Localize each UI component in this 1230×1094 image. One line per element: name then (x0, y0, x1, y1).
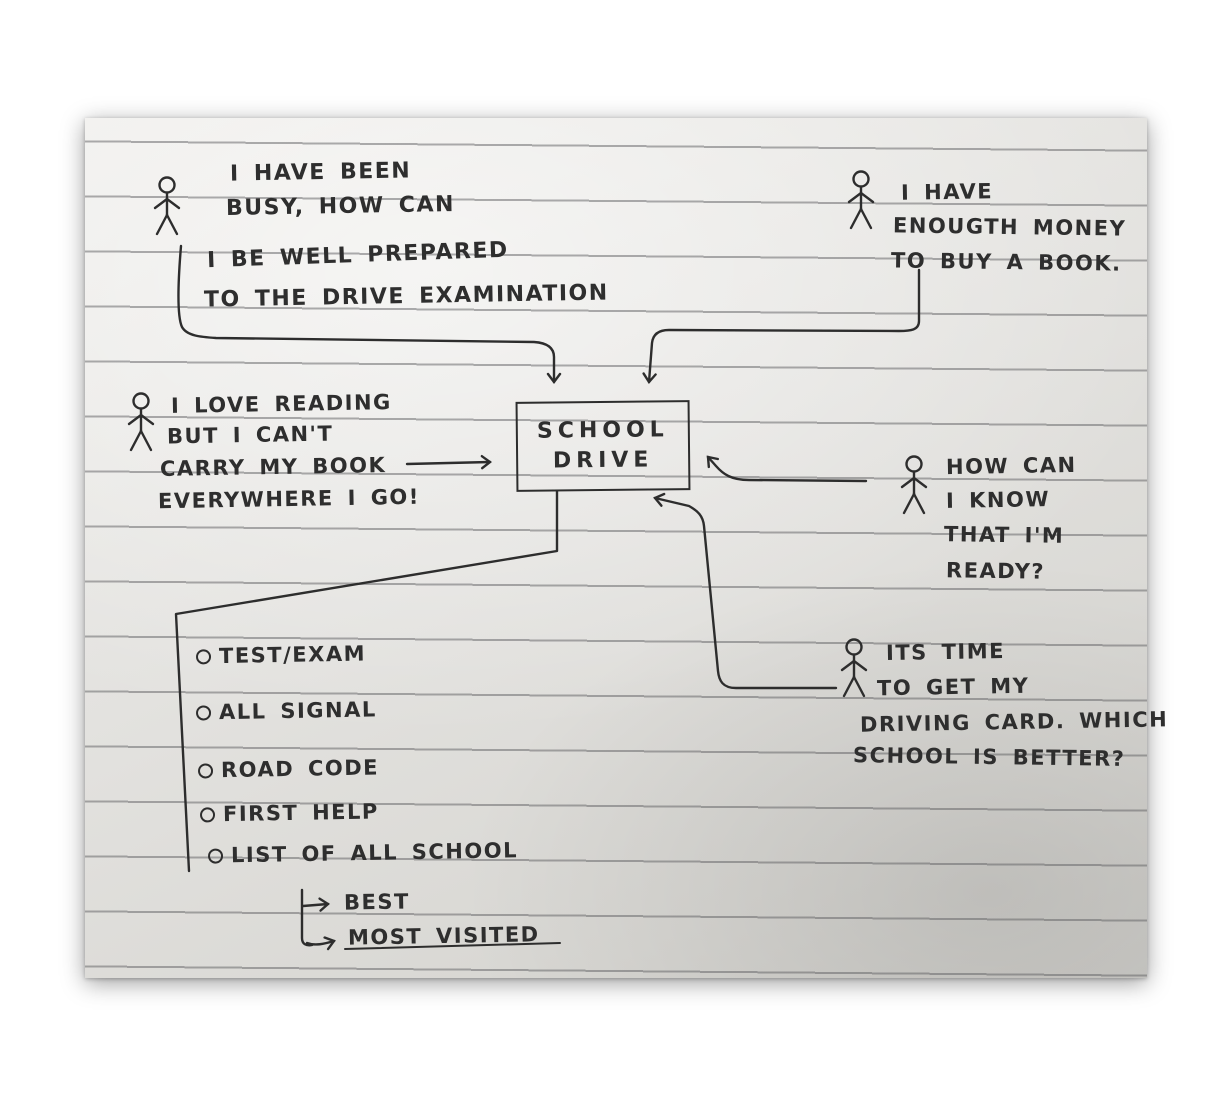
speech-line: BUT I CAN'T (166, 421, 334, 449)
bullet-icon (207, 847, 224, 864)
speech-line: CARRY MY BOOK (159, 453, 387, 481)
speech-line: TO GET MY (876, 673, 1030, 701)
list-item-label: FIRST HELP (222, 799, 379, 827)
list-item-label: TEST/EXAM (218, 641, 367, 669)
speech-line: HOW CAN (945, 452, 1077, 480)
list-item: FIRST HELP (199, 799, 379, 827)
list-item: ROAD CODE (197, 755, 380, 783)
speech-line: THAT I'M (943, 522, 1065, 548)
bullet-icon (197, 762, 214, 779)
speech-line: I HAVE BEEN (229, 158, 412, 187)
speech-line: TO BUY A BOOK. (890, 248, 1122, 276)
list-item: ALL SIGNAL (195, 697, 377, 725)
school-drive-box: SCHOOL DRIVE (515, 400, 691, 492)
list-item-label: ROAD CODE (220, 755, 380, 783)
speech-line: SCHOOL IS BETTER? (852, 743, 1126, 771)
speech-line: I KNOW (945, 487, 1051, 513)
box-title-line1: SCHOOL (536, 417, 669, 444)
bullet-icon (195, 704, 212, 721)
list-item-label: ALL SIGNAL (218, 697, 377, 725)
speech-line: ENOUGTH MONEY (892, 213, 1127, 241)
speech-line: READY? (945, 558, 1046, 584)
speech-line: I HAVE (900, 179, 994, 205)
bullet-icon (195, 648, 212, 664)
stick-figure-busy (153, 176, 181, 236)
sublist-item: BEST (343, 889, 411, 915)
speech-line: ITS TIME (885, 638, 1006, 666)
speech-line: BUSY, HOW CAN (225, 192, 456, 221)
sublist-item: MOST VISITED (347, 922, 540, 950)
list-item: TEST/EXAM (195, 641, 367, 669)
box-title-line2: DRIVE (552, 447, 654, 474)
list-item-label: LIST OF ALL SCHOOL (230, 838, 519, 868)
stick-figure-ready (900, 455, 928, 515)
speech-line: EVERYWHERE I GO! (157, 484, 421, 514)
stick-figure-reading (127, 392, 155, 452)
stick-figure-money (847, 170, 875, 230)
speech-line: I LOVE READING (170, 390, 392, 418)
stick-figure-school (840, 638, 868, 698)
bullet-icon (199, 806, 216, 823)
